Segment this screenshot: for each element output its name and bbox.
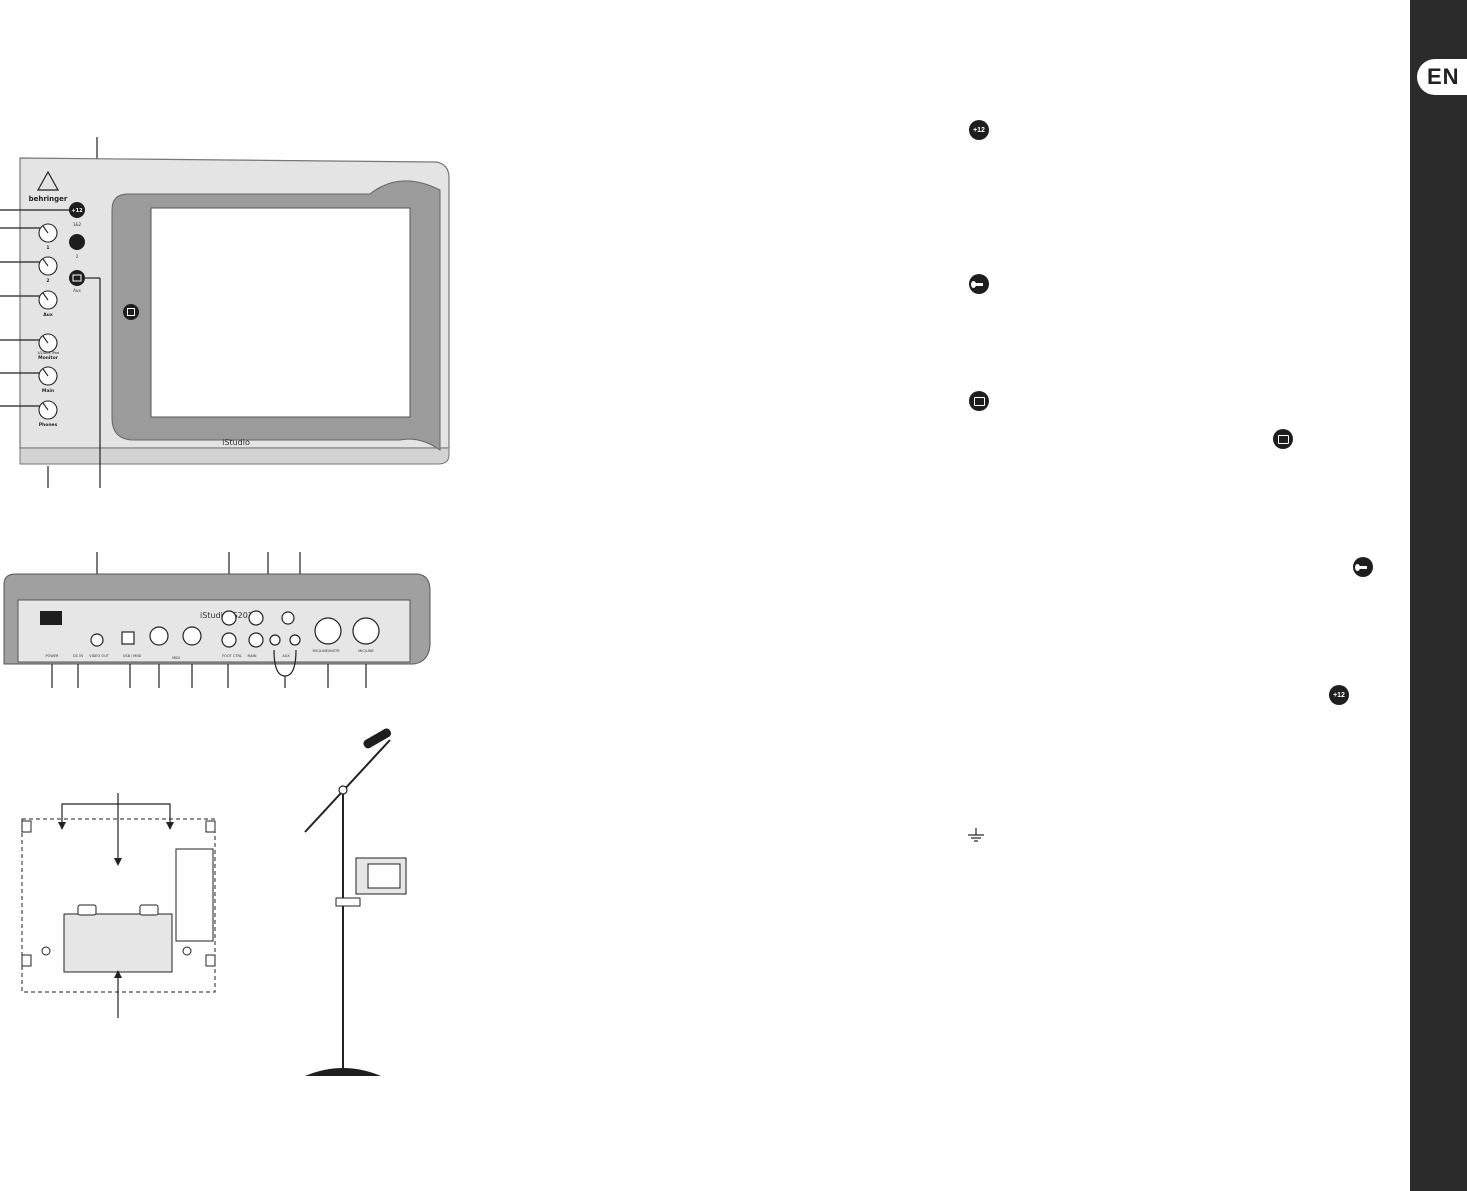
svg-text:Main: Main [42,388,54,394]
product-name: iStudio [222,438,250,447]
svg-text:FOOT CTRL: FOOT CTRL [222,654,242,658]
phantom-power-icon-inline: +12 [1329,685,1349,705]
brand-logo-text: behringer [29,195,68,203]
svg-text:USB / MIDI: USB / MIDI [123,654,141,658]
svg-text:MIC/LINE/INSTR: MIC/LINE/INSTR [312,649,340,653]
mic-stand-illustration [304,728,407,1076]
manual-illustrations: behringer +12 1&2 2 Aux [0,137,450,1076]
guitar-input-icon [969,274,989,294]
svg-text:Monitor: Monitor [38,355,59,361]
svg-text:MIC/LINE: MIC/LINE [358,649,374,653]
svg-text:Aux: Aux [43,312,53,318]
device-rear-view: iStudio IS202 POWER DC IN VIDEO OUT USB … [3,552,431,688]
aux-input-icon [969,391,989,411]
svg-text:1/2/Aux iPod: 1/2/Aux iPod [37,351,59,355]
svg-text:1&2: 1&2 [73,222,82,227]
svg-text:+12: +12 [71,208,83,214]
svg-text:POWER: POWER [46,654,60,658]
guitar-input-icon-inline [1353,557,1373,577]
svg-text:Phones: Phones [39,422,58,428]
ground-symbol-icon [968,828,984,842]
svg-text:MIDI: MIDI [172,656,180,660]
language-sidebar [1410,0,1467,1191]
svg-text:2: 2 [46,278,49,284]
language-tab[interactable] [1417,59,1467,95]
aux-input-icon-inline [1273,429,1293,449]
svg-text:Aux: Aux [73,288,81,293]
phantom-power-icon: +12 [969,120,989,140]
svg-text:AUX: AUX [282,654,290,658]
svg-text:DC IN: DC IN [73,654,83,658]
device-front-view: behringer +12 1&2 2 Aux [0,137,450,488]
svg-text:2: 2 [76,254,79,259]
svg-text:VIDEO OUT: VIDEO OUT [89,654,110,658]
svg-text:1: 1 [46,245,49,251]
device-bottom-view [21,793,216,1018]
svg-text:MAIN: MAIN [247,654,256,658]
language-label: EN [1427,64,1460,89]
